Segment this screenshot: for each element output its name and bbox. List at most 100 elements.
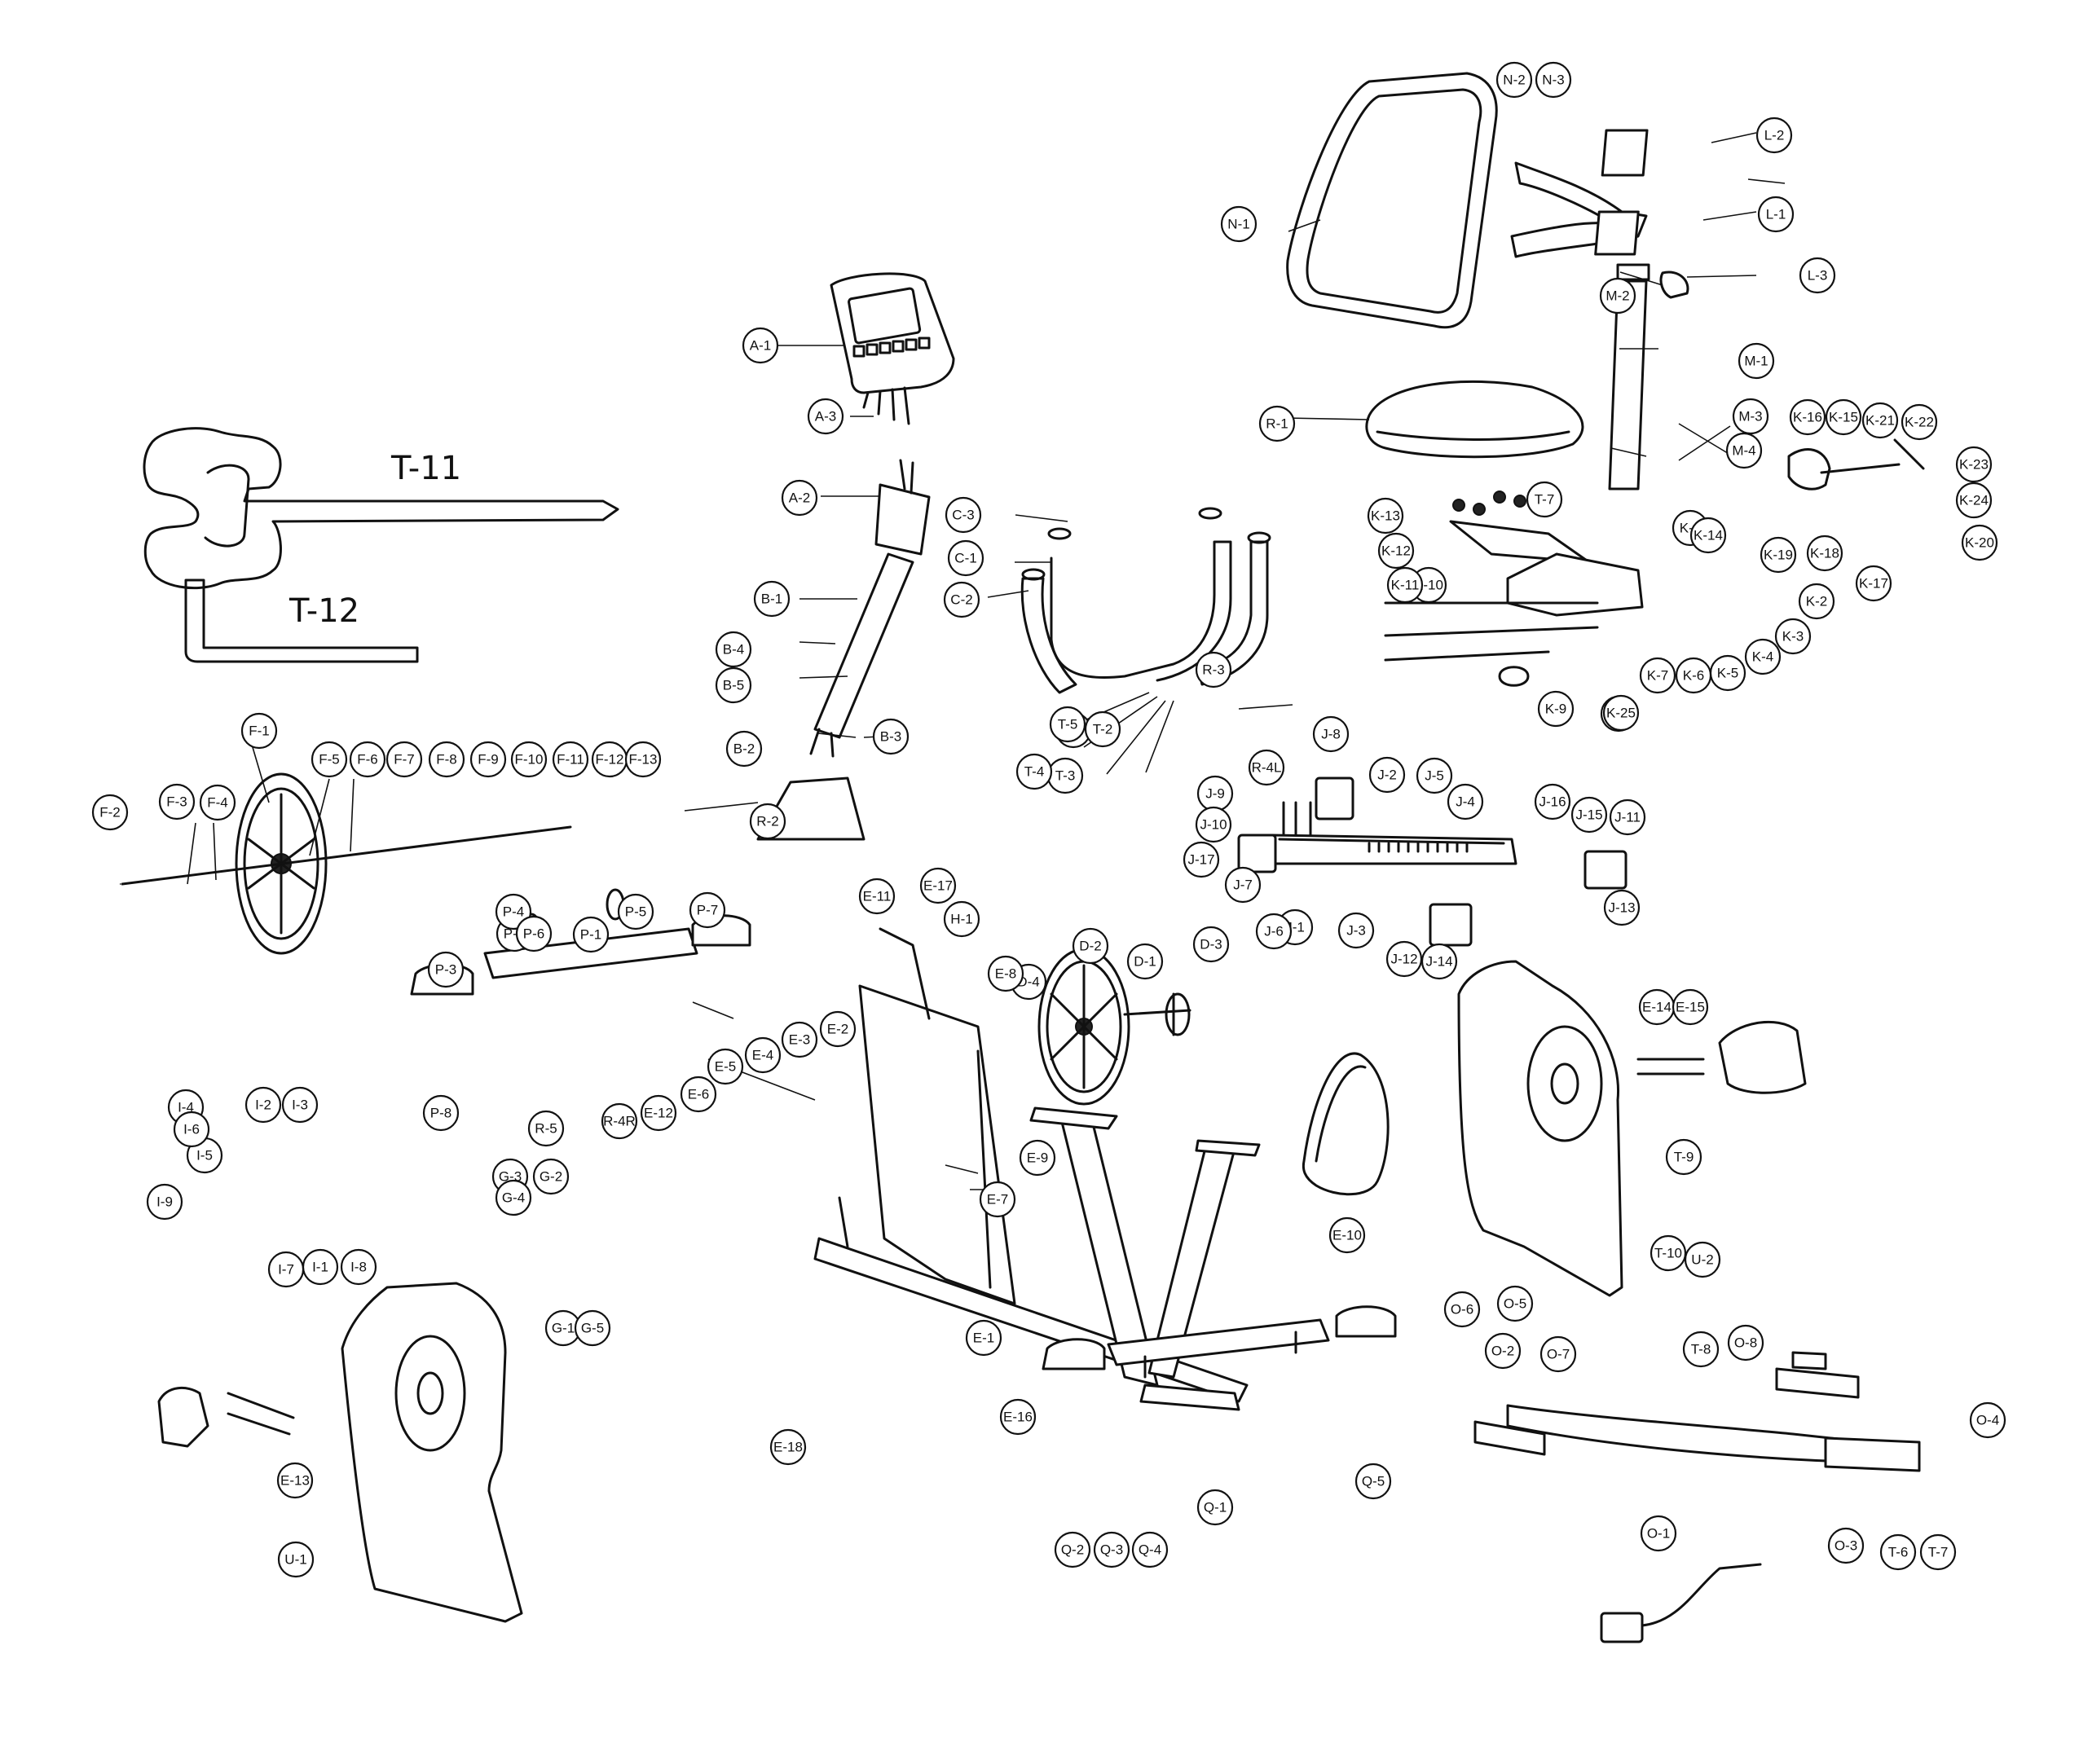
callout-label: E-6 — [688, 1087, 709, 1102]
callout-e-16: E-16 — [999, 1398, 1037, 1436]
callout-k-7: K-7 — [1639, 657, 1676, 694]
callout-label: O-1 — [1647, 1526, 1670, 1542]
callout-bubble — [1495, 61, 1533, 99]
callout-c-1: C-1 — [947, 539, 984, 577]
callout-label: J-3 — [1346, 923, 1366, 939]
callout-e-9: E-9 — [1019, 1139, 1056, 1177]
callout-bubble — [1072, 927, 1109, 965]
callout-label: F-13 — [629, 752, 658, 768]
callout-label: K-17 — [1859, 576, 1888, 592]
callout-bubble — [1484, 1332, 1522, 1370]
callout-bubble — [680, 1076, 717, 1113]
callout-label: M-4 — [1732, 443, 1755, 459]
callout-bubble — [1955, 482, 1993, 519]
callout-bubble — [1665, 1138, 1702, 1176]
callout-j-16: J-16 — [1534, 783, 1571, 820]
callout-l-1: L-1 — [1757, 196, 1795, 233]
callout-label: J-2 — [1377, 768, 1397, 783]
callout-label: K-16 — [1793, 410, 1822, 425]
callout-t-6: T-6 — [1879, 1533, 1917, 1571]
callout-bubble — [1732, 398, 1769, 435]
callout-bubble — [1385, 940, 1423, 978]
callout-bubble — [1019, 1139, 1056, 1177]
callout-bubble — [1196, 1489, 1234, 1526]
callout-p-8: P-8 — [422, 1094, 460, 1132]
callout-p-5: P-5 — [617, 893, 654, 930]
callout-k-19: K-19 — [1760, 536, 1797, 574]
callout-bubble — [469, 741, 507, 778]
callout-r-4l: R-4L — [1248, 749, 1285, 786]
callout-bubble — [173, 1111, 210, 1148]
callout-bubble — [515, 915, 553, 952]
callout-label: F-4 — [207, 795, 228, 811]
callout-label: Q-3 — [1100, 1542, 1123, 1558]
callout-r-3: R-3 — [1195, 651, 1232, 688]
callout-label: B-4 — [723, 642, 744, 658]
callout-e-4: E-4 — [744, 1036, 782, 1074]
callout-o-1: O-1 — [1640, 1515, 1677, 1552]
callout-r-5: R-5 — [527, 1110, 565, 1147]
callout-bubble — [1599, 277, 1636, 315]
callout-t-9: T-9 — [1665, 1138, 1702, 1176]
callout-bubble — [1827, 1527, 1865, 1564]
callout-bubble — [1220, 205, 1258, 243]
callout-f-11: F-11 — [552, 741, 589, 778]
side-handlebars — [1020, 507, 1271, 694]
tool-t11-wrench: T-11 — [143, 427, 619, 590]
callout-h-1: H-1 — [943, 900, 980, 938]
callout-label: E-16 — [1003, 1410, 1033, 1425]
callout-label: F-8 — [436, 752, 457, 768]
callout-label: E-1 — [973, 1331, 994, 1346]
callout-f-8: F-8 — [428, 741, 465, 778]
callout-label: O-3 — [1835, 1538, 1857, 1554]
backrest-bracket — [1510, 129, 1649, 258]
callout-bubble — [715, 631, 752, 668]
callout-bubble — [1526, 481, 1563, 518]
callout-label: K-5 — [1717, 666, 1738, 681]
callout-bubble — [919, 867, 957, 904]
callout-g-2: G-2 — [532, 1158, 570, 1195]
callout-e-17: E-17 — [919, 867, 957, 904]
callout-label: F-9 — [478, 752, 499, 768]
callout-j-3: J-3 — [1337, 912, 1375, 949]
callout-label: J-11 — [1614, 810, 1641, 825]
main-frame — [813, 927, 1261, 1411]
callout-bubble — [965, 1319, 1002, 1357]
callout-bubble — [574, 1309, 611, 1347]
callout-bubble — [1672, 988, 1709, 1026]
callout-bubble — [1789, 398, 1826, 436]
callout-label: T-5 — [1058, 717, 1078, 732]
callout-e-7: E-7 — [979, 1181, 1016, 1218]
callout-i-9: I-9 — [146, 1183, 183, 1221]
callout-g-5: G-5 — [574, 1309, 611, 1347]
callout-bubble — [1855, 565, 1892, 602]
callout-label: F-2 — [99, 805, 121, 820]
callout-label: K-24 — [1959, 493, 1989, 508]
callout-label: I-1 — [312, 1260, 328, 1275]
callout-bubble — [146, 1183, 183, 1221]
callout-label: O-6 — [1451, 1302, 1473, 1318]
callout-bubble — [1354, 1463, 1392, 1500]
callout-label: M-1 — [1744, 354, 1768, 369]
callout-bubble — [340, 1248, 377, 1286]
callout-label: G-1 — [552, 1321, 575, 1336]
callout-i-6: I-6 — [173, 1111, 210, 1148]
callout-bubble — [1337, 912, 1375, 949]
callout-bubble — [1421, 943, 1458, 980]
callout-q-1: Q-1 — [1196, 1489, 1234, 1526]
callout-label: E-9 — [1027, 1150, 1048, 1166]
callout-label: L-3 — [1808, 268, 1828, 284]
callout-label: M-2 — [1605, 288, 1629, 304]
callout-label: K-13 — [1371, 508, 1400, 524]
callout-o-5: O-5 — [1496, 1285, 1534, 1322]
callout-label: F-5 — [319, 752, 340, 768]
callout-label: K-25 — [1606, 706, 1636, 721]
callout-bubble — [1255, 913, 1293, 950]
callout-e-8: E-8 — [987, 955, 1024, 992]
callout-k-12: K-12 — [1377, 532, 1415, 570]
callout-label: J-16 — [1539, 794, 1566, 810]
callout-t-8: T-8 — [1682, 1331, 1720, 1368]
callout-bubble — [1195, 806, 1232, 843]
callout-bubble — [1416, 757, 1453, 794]
callout-e-1: E-1 — [965, 1319, 1002, 1357]
